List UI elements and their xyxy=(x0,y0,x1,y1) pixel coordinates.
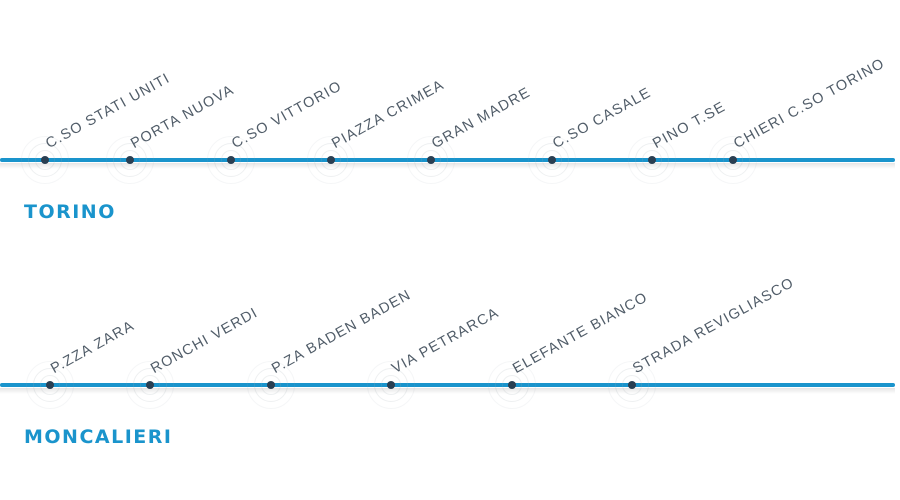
stop-halo xyxy=(608,361,656,409)
stop-dot-icon xyxy=(327,156,335,164)
stop-label: RONCHI VERDI xyxy=(148,304,261,377)
stop-dot-icon xyxy=(548,156,556,164)
stop-halo xyxy=(421,150,441,170)
route-track xyxy=(0,383,895,387)
stop-halo xyxy=(133,368,167,402)
stop-halo xyxy=(502,375,522,395)
stop-halo xyxy=(214,143,248,177)
stop-halo xyxy=(35,150,55,170)
city-label-moncalieri: MONCALIERI xyxy=(24,426,173,448)
stop-halo xyxy=(716,143,750,177)
stop-label: GRAN MADRE xyxy=(429,84,534,152)
stop-dot-icon xyxy=(387,381,395,389)
stop-halo xyxy=(367,361,415,409)
stop-halo xyxy=(628,136,676,184)
stop-halo xyxy=(28,143,62,177)
stop-halo xyxy=(247,361,295,409)
stop-halo xyxy=(321,150,341,170)
stop-dot-icon xyxy=(508,381,516,389)
stop-halo xyxy=(488,361,536,409)
city-label-torino: TORINO xyxy=(24,201,116,223)
stop-halo xyxy=(106,136,154,184)
stop-label: CHIERI C.SO TORINO xyxy=(731,55,888,152)
stop-halo xyxy=(140,375,160,395)
stop-halo xyxy=(374,368,408,402)
stop-label: VIA PETRARCA xyxy=(389,304,502,377)
stop-halo xyxy=(207,136,255,184)
stop-halo xyxy=(528,136,576,184)
stop-dot-icon xyxy=(427,156,435,164)
stop-halo xyxy=(307,136,355,184)
stop-halo xyxy=(314,143,348,177)
stop-dot-icon xyxy=(729,156,737,164)
stop-dot-icon xyxy=(41,156,49,164)
stop-halo xyxy=(126,361,174,409)
stop-halo xyxy=(407,136,455,184)
stop-dot-icon xyxy=(227,156,235,164)
stop-halo xyxy=(261,375,281,395)
stop-halo xyxy=(723,150,743,170)
stop-halo xyxy=(113,143,147,177)
line-torino: C.SO STATI UNITI PORTA NUOVA C.SO VITTOR… xyxy=(0,0,900,240)
stop-dot-icon xyxy=(267,381,275,389)
route-track-shadow xyxy=(0,388,895,394)
stop-dot-icon xyxy=(628,381,636,389)
stop-halo xyxy=(33,368,67,402)
stop-halo xyxy=(381,375,401,395)
stop-halo xyxy=(542,150,562,170)
stop-halo xyxy=(414,143,448,177)
stop-halo xyxy=(254,368,288,402)
stop-halo xyxy=(635,143,669,177)
stop-dot-icon xyxy=(46,381,54,389)
stop-dot-icon xyxy=(146,381,154,389)
stop-halo xyxy=(709,136,757,184)
stop-halo xyxy=(40,375,60,395)
stop-halo xyxy=(622,375,642,395)
stop-halo xyxy=(615,368,649,402)
stop-halo xyxy=(120,150,140,170)
stop-dot-icon xyxy=(126,156,134,164)
stop-halo xyxy=(495,368,529,402)
stop-dot-icon xyxy=(648,156,656,164)
stop-label: P.ZZA ZARA xyxy=(48,317,138,377)
stop-halo xyxy=(535,143,569,177)
stop-halo xyxy=(26,361,74,409)
stop-label: STRADA REVIGLIASCO xyxy=(630,274,798,377)
line-moncalieri: P.ZZA ZARA RONCHI VERDI P.ZA BADEN BADEN… xyxy=(0,240,900,500)
stop-halo xyxy=(221,150,241,170)
stop-halo xyxy=(21,136,69,184)
stop-halo xyxy=(642,150,662,170)
